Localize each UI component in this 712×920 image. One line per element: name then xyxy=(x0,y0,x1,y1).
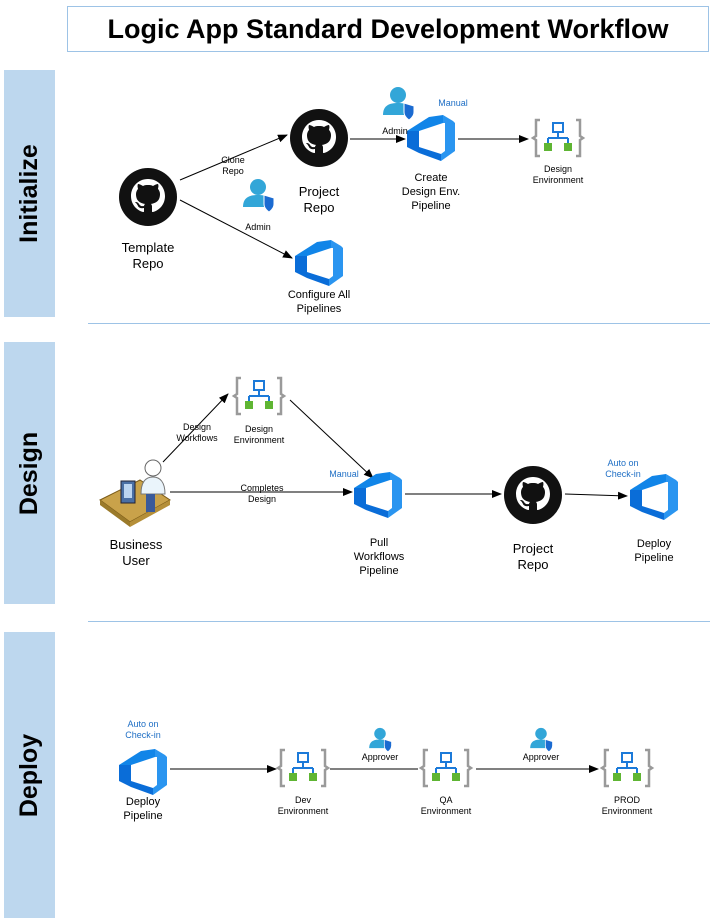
environment-icon xyxy=(531,118,585,158)
environment-icon xyxy=(232,376,286,416)
trigger-label-manual: Manual xyxy=(438,98,468,108)
edge-template-to-configure xyxy=(179,199,293,259)
actor-label-admin: Admin xyxy=(382,126,408,136)
page-title: Logic App Standard Development Workflow xyxy=(107,13,669,44)
admin-user-icon xyxy=(368,727,392,753)
azure-devops-pipeline-icon xyxy=(295,240,343,286)
azure-devops-pipeline-icon xyxy=(119,749,167,795)
admin-user-icon xyxy=(382,86,415,121)
actor-label-approver: Approver xyxy=(522,752,560,762)
environment-icon xyxy=(419,748,473,788)
edge-user-to-design-env xyxy=(162,393,229,463)
edge-template-to-project xyxy=(179,134,288,181)
section-label-initialize: Initialize xyxy=(15,144,44,243)
environment-icon xyxy=(276,748,330,788)
design-section xyxy=(99,376,678,527)
section-label-deploy: Deploy xyxy=(15,733,44,817)
actor-label-admin: Admin xyxy=(245,222,271,232)
trigger-label-manual: Manual xyxy=(329,469,359,479)
github-icon xyxy=(119,168,177,226)
github-icon xyxy=(504,466,562,524)
azure-devops-pipeline-icon xyxy=(407,115,455,161)
initialize-section xyxy=(119,86,585,286)
edge-project-to-deploy-pipeline xyxy=(564,491,628,500)
deploy-section xyxy=(119,727,654,795)
section-divider xyxy=(88,621,710,622)
edge-design-env-to-pull-pipeline xyxy=(289,399,374,479)
admin-user-icon xyxy=(242,178,275,213)
band-initialize: Initialize xyxy=(4,70,55,317)
admin-user-icon xyxy=(529,727,553,753)
environment-icon xyxy=(600,748,654,788)
actor-label-approver: Approver xyxy=(361,752,399,762)
band-design: Design xyxy=(4,342,55,604)
section-label-design: Design xyxy=(15,431,44,515)
band-deploy: Deploy xyxy=(4,632,55,918)
azure-devops-pipeline-icon xyxy=(630,474,678,520)
section-divider xyxy=(88,323,710,324)
github-icon xyxy=(290,109,348,167)
title-box: Logic App Standard Development Workflow xyxy=(67,6,709,52)
business-user-icon xyxy=(99,459,171,527)
